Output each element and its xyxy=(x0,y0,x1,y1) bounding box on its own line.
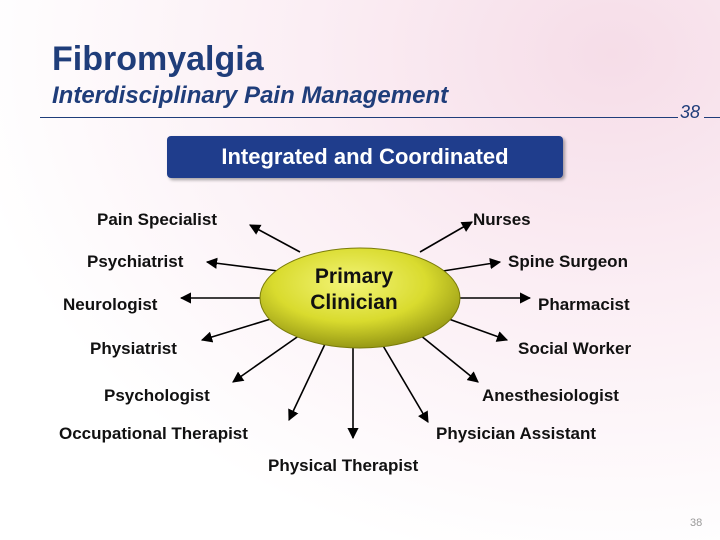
center-line-1: Primary xyxy=(274,264,434,290)
label-pain-specialist: Pain Specialist xyxy=(97,210,217,230)
arrow-psychologist xyxy=(233,335,300,382)
label-occupational-therapist: Occupational Therapist xyxy=(59,424,248,444)
label-psychologist: Psychologist xyxy=(104,386,210,406)
label-physical-therapist: Physical Therapist xyxy=(268,456,418,476)
primary-clinician-label: Primary Clinician xyxy=(274,264,434,316)
label-psychiatrist: Psychiatrist xyxy=(87,252,183,272)
label-social-worker: Social Worker xyxy=(518,339,631,359)
label-anesthesiologist: Anesthesiologist xyxy=(482,386,619,406)
arrow-occupational-therapist xyxy=(289,344,325,420)
arrow-physiatrist xyxy=(202,318,274,340)
label-spine-surgeon: Spine Surgeon xyxy=(508,252,628,272)
arrow-physician-assistant xyxy=(382,344,428,422)
arrow-psychiatrist xyxy=(207,262,278,271)
arrow-nurses xyxy=(420,222,472,252)
arrow-social-worker xyxy=(446,318,507,340)
label-neurologist: Neurologist xyxy=(63,295,157,315)
label-pharmacist: Pharmacist xyxy=(538,295,630,315)
arrow-spine-surgeon xyxy=(443,262,500,271)
center-line-2: Clinician xyxy=(274,290,434,316)
label-nurses: Nurses xyxy=(473,210,531,230)
label-physician-assistant: Physician Assistant xyxy=(436,424,596,444)
corner-slide-number: 38 xyxy=(690,517,702,529)
arrow-anesthesiologist xyxy=(420,335,478,382)
arrow-pain-specialist xyxy=(250,225,300,252)
label-physiatrist: Physiatrist xyxy=(90,339,177,359)
